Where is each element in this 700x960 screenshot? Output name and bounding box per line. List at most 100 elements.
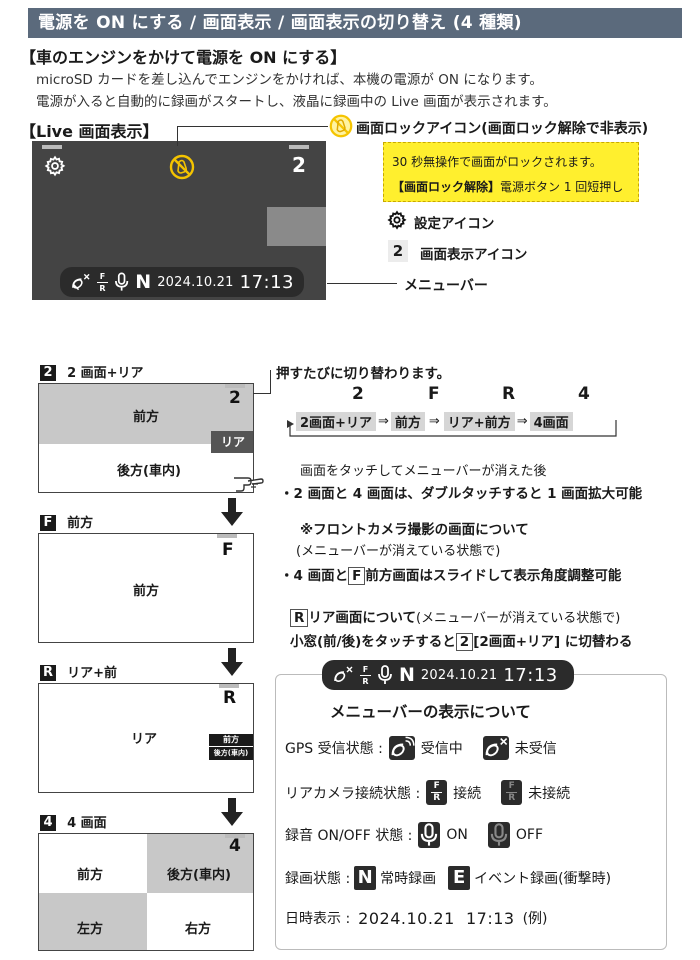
lock-info-line2: 【画面ロック解除】電源ボタン 1 回短押し — [392, 178, 623, 195]
legend-rear-off-bottom: R — [508, 793, 516, 803]
live-heading: 【Live 画面表示】 — [20, 122, 159, 141]
settings-icon[interactable] — [44, 155, 66, 177]
note1-line2: ・2 画面と 4 画面は、ダブルタッチすると 1 画面拡大可能 — [280, 486, 643, 502]
legend-dt-label: 日時表示 : — [285, 911, 351, 927]
legend-rear-on-top: F — [433, 781, 440, 791]
microphone-icon — [115, 272, 129, 291]
mode1-front-label: 前方 — [133, 410, 160, 425]
mode2-screen[interactable]: F 前方 — [38, 533, 254, 643]
lock-callout-icon — [329, 114, 353, 138]
cycle-arrow-2: ⇒ — [428, 414, 440, 429]
mode3-mini-rear: 後方(車内) — [213, 749, 249, 757]
power-text-1: microSD カードを差し込んでエンジンをかければ、本機の電源が ON になり… — [36, 72, 543, 88]
settings-legend-label: 設定アイコン — [414, 216, 495, 232]
note3-line2-a: 小窓(前/後)をタッチすると — [290, 634, 456, 650]
mode2-header: F 前方 — [40, 512, 93, 531]
event-recording-icon: E — [448, 866, 471, 890]
legend-row-gps: GPS 受信状態 : 受信中 未受信 — [285, 736, 557, 760]
mode1-tag-bar — [225, 384, 245, 388]
cycle-arrow-1: ⇒ — [377, 414, 389, 429]
cycle-intro: 押すたびに切り替わります。 — [276, 366, 451, 382]
legend-gps-label: GPS 受信状態 : — [285, 741, 383, 757]
mode4-q2-bg — [147, 834, 253, 893]
legend-row-datetime: 日時表示 : 2024.10.21 17:13 (例) — [285, 908, 548, 928]
normal-recording-icon: N — [354, 866, 377, 890]
mode4-header: 4 4 画面 — [40, 812, 107, 831]
mode4-screen[interactable]: 4 前方 後方(車内) 左方 右方 — [38, 833, 254, 951]
gps-received-icon — [388, 736, 415, 760]
cycle-code-4: 4 — [578, 384, 590, 404]
mode3-corner-letter: R — [223, 688, 237, 708]
legend-rec-off: OFF — [515, 827, 544, 843]
mode1-rear-label: リア — [211, 431, 253, 453]
connector-menubar — [327, 283, 397, 284]
cycle-code-3: R — [502, 384, 516, 404]
rear-pip-window — [267, 207, 326, 246]
power-text-2: 電源が入ると自動的に録画がスタートし、液晶に録画中の Live 画面が表示されま… — [36, 94, 557, 110]
mode3-mini-window[interactable]: 前方 後方(車内) — [209, 734, 253, 760]
cycle-step-4: 4画面 — [529, 412, 573, 431]
screen-tag-bar-right — [289, 145, 309, 149]
mode3-screen[interactable]: R リア 前方 後方(車内) — [38, 683, 254, 793]
cycle-arrow-3: ⇒ — [516, 414, 528, 429]
mode3-mini-front: 前方 — [209, 734, 253, 747]
mode3-rear-label: リア — [131, 732, 158, 747]
legend-sample-date: 2024.10.21 — [420, 667, 498, 683]
cycle-flow: 2画面+リア ⇒ 前方 ⇒ リア+前方 ⇒ 4画面 — [296, 412, 573, 431]
mode4-q3-bg — [39, 893, 147, 950]
note2-line2: (メニューバーが消えている状態で) — [296, 544, 501, 559]
mode4-q4-label: 右方 — [185, 922, 212, 937]
cycle-return-loop — [287, 420, 617, 437]
mode4-title: 4 画面 — [67, 816, 107, 831]
screen-number-icon[interactable]: 2 — [292, 153, 306, 177]
mode1-header: 2 2 画面+リア — [40, 362, 144, 381]
legend-rec-label: 録音 ON/OFF 状態 : — [285, 828, 413, 844]
note1-line1: 画面をタッチしてメニューバーが消えた後 — [300, 464, 547, 479]
mode1-rear-text: 後方(車内) — [117, 464, 181, 479]
mode4-q3-label: 左方 — [77, 922, 104, 937]
mode2-corner-letter: F — [222, 540, 234, 560]
menubar-date: 2024.10.21 — [157, 274, 234, 290]
section-heading-power: 【車のエンジンをかけて電源を ON にする】 — [20, 48, 347, 67]
legend-gps-on: 受信中 — [420, 741, 463, 757]
gps-not-received-icon — [482, 736, 509, 760]
frac-top: F — [99, 271, 106, 281]
note2-line1: ※フロントカメラ撮影の画面について — [300, 522, 529, 538]
connector-mode1-v — [270, 370, 271, 394]
legend-row-mode: 録画状態 : N 常時録画 E イベント録画(衝撃時) — [285, 866, 611, 890]
mode4-badge: 4 — [40, 814, 56, 831]
page-title: 電源を ON にする / 画面表示 / 画面表示の切り替え (4 種類) — [28, 8, 682, 38]
mode3-badge: R — [40, 664, 56, 681]
mode1-badge: 2 — [40, 364, 56, 381]
connector-mode1-h — [253, 393, 271, 394]
menubar-time: 17:13 — [239, 271, 294, 293]
cycle-step-2: 前方 — [390, 412, 425, 431]
note2-f-badge: F — [348, 567, 366, 585]
screen-num-legend-badge: 2 — [388, 240, 408, 262]
arrow-down-2 — [221, 648, 243, 676]
mode1-corner-number: 2 — [229, 388, 241, 408]
legend-rear-off-top: F — [508, 781, 515, 791]
frac-bottom: R — [99, 283, 106, 293]
cycle-step-1: 2画面+リア — [296, 412, 376, 431]
arrow-down-3 — [221, 798, 243, 826]
legend-mode-e-text: イベント録画(衝撃時) — [474, 871, 612, 887]
mode1-screen[interactable]: 前方 2 リア 後方(車内) — [38, 383, 254, 493]
legend-sample-frac-bottom: R — [362, 676, 369, 686]
legend-dt-example: (例) — [522, 911, 548, 927]
mode2-title: 前方 — [67, 516, 94, 531]
mode1-title: 2 画面+リア — [67, 366, 144, 381]
settings-legend-icon — [387, 210, 407, 230]
note3-title: リア画面について — [308, 610, 417, 626]
record-mode-indicator: N — [135, 271, 152, 293]
mode2-badge: F — [40, 514, 56, 531]
connector-lock-v — [177, 126, 178, 146]
